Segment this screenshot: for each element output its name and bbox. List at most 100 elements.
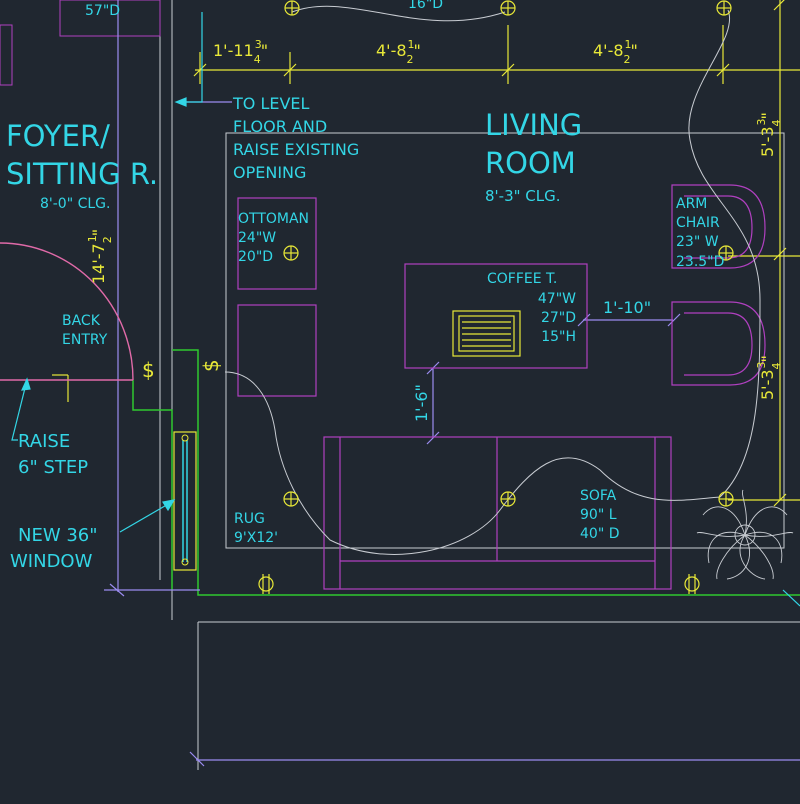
plant-icon (696, 489, 794, 580)
note-level-2: FLOOR AND (233, 117, 327, 136)
top-mid-depth: 16"D (408, 0, 443, 12)
sofa-label-1: SOFA (580, 488, 617, 504)
coffee-table-label-4: 15"H (541, 329, 576, 345)
level-note-leader (182, 12, 203, 103)
window-hinge-top (181, 434, 189, 442)
ottoman-top (237, 197, 317, 290)
plant-leader (782, 589, 800, 607)
right-dim-tick-mid (773, 247, 787, 261)
room-foyer-title-2: SITTING R. (6, 157, 158, 191)
note-level-1: TO LEVEL (232, 94, 310, 113)
window-frame (173, 431, 197, 571)
coffee-table-label-2: 47"W (538, 291, 576, 307)
back-entry-label-2: ENTRY (62, 332, 108, 348)
window-arrow (162, 499, 176, 512)
rug-label-2: 9'X12' (234, 530, 278, 546)
light-sofa-right (718, 491, 734, 507)
coffee-table-label-1: COFFEE T. (487, 271, 557, 287)
living-room-outline (225, 132, 785, 549)
tray-outer (452, 310, 521, 357)
room-living-title-1: LIVING (485, 108, 582, 142)
foyer-ceiling: 8'-0" CLG. (40, 196, 110, 212)
chair-gap-tick-left (577, 313, 591, 327)
room-living-title-2: ROOM (485, 146, 576, 180)
new-window (173, 431, 197, 571)
arm-chair-label-4: 23.5"D (676, 254, 724, 270)
switch-symbol-right: $ (199, 359, 223, 372)
ottoman-bottom (237, 304, 317, 397)
raise-step-label-1: RAISE (18, 431, 70, 452)
chair-gap-tick-right (667, 313, 681, 327)
step-outline (132, 349, 800, 596)
window-label-1: NEW 36" (18, 525, 98, 546)
ceiling-light-top-1 (284, 0, 300, 16)
yellow-dimensions (52, 0, 800, 507)
tray-inner (458, 315, 515, 352)
step-outline-right (172, 349, 800, 596)
door-swing (0, 242, 134, 381)
wiring-top-path (291, 5, 506, 22)
foyer-dim-tick (109, 583, 125, 597)
top-furniture-depth: 57"D (85, 3, 120, 19)
dim-chair-gap: 1'-10" (603, 298, 651, 317)
walls (0, 0, 800, 770)
living-ceiling: 8'-3" CLG. (485, 187, 561, 205)
room-foyer-title-1: FOYER/ (6, 119, 110, 153)
right-dim-tick-top (773, 0, 785, 11)
ceiling-light-top-3 (716, 0, 732, 16)
lower-dim-tick (189, 751, 205, 767)
door-arc (0, 242, 134, 381)
light-ottoman (283, 245, 299, 261)
coffee-table-label-3: 27"D (541, 310, 576, 326)
light-arm-chair (718, 245, 734, 261)
furniture (237, 184, 766, 590)
lavender-dimensions (104, 0, 800, 767)
arm-chair-label-2: CHAIR (676, 215, 720, 231)
ceiling-light-top-2 (500, 0, 516, 16)
step-outline-left (132, 380, 173, 590)
floor-outlet-right (684, 574, 700, 594)
note-level-3: RAISE EXISTING (233, 140, 359, 159)
right-dim-tick-bottom (773, 493, 787, 507)
dim-sofa-gap: 1'-6" (412, 384, 431, 422)
top-dim-tick-1 (193, 63, 207, 77)
coffee-table-tray (452, 310, 521, 357)
sofa-label-3: 40" D (580, 526, 619, 542)
light-sofa-mid (500, 491, 516, 507)
step-arrow (21, 377, 31, 391)
arm-chair-bottom (671, 301, 766, 386)
top-dim-tick-2 (283, 63, 297, 77)
arm-chair-label-3: 23" W (676, 234, 719, 250)
floor-outlet-left (258, 574, 274, 594)
level-note-arrow (174, 97, 187, 107)
window-hinge-bottom (181, 558, 189, 566)
step-leader (11, 383, 27, 441)
sofa-label-2: 90" L (580, 507, 617, 523)
ottoman-label-1: OTTOMAN (238, 211, 309, 227)
raise-step-label-2: 6" STEP (18, 457, 88, 478)
ottoman-label-2: 24"W (238, 230, 276, 246)
arm-chair-top-seat (684, 195, 753, 259)
top-dim-tick-3 (501, 63, 515, 77)
switch-symbol-left: $ (142, 358, 155, 382)
leaders (11, 12, 800, 607)
light-sofa-left (283, 491, 299, 507)
rug-label-1: RUG (234, 511, 265, 527)
back-entry-label-1: BACK (62, 313, 101, 329)
top-left-edge-piece (0, 24, 13, 86)
note-level-4: OPENING (233, 163, 306, 182)
coffee-table (404, 263, 588, 369)
ottoman-label-3: 20"D (238, 249, 273, 265)
window-label-2: WINDOW (10, 551, 93, 572)
arm-chair-bottom-seat (684, 312, 753, 376)
top-dim-tick-4 (716, 63, 730, 77)
sofa-gap-tick-bottom (426, 431, 440, 445)
window-leader (119, 502, 171, 533)
